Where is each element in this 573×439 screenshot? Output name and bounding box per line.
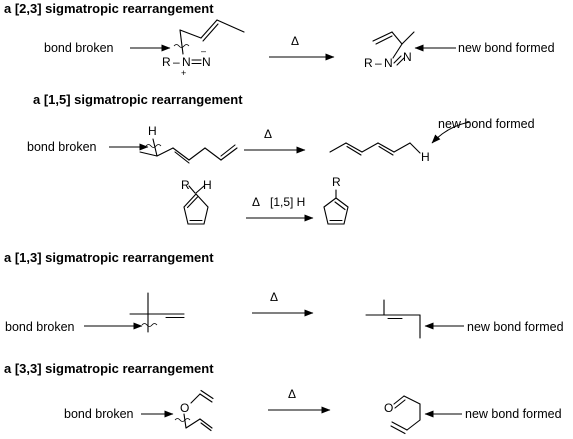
svg-text:O: O — [384, 401, 393, 415]
bond-broken-label: bond broken — [5, 320, 75, 334]
bond-broken-label: bond broken — [44, 41, 114, 55]
section-title: a [2,3] sigmatropic rearrangement — [4, 1, 214, 16]
svg-text:R: R — [162, 55, 171, 69]
product-molecule: H — [329, 142, 430, 164]
svg-text:N: N — [403, 50, 412, 64]
new-bond-label: new bond formed — [458, 41, 555, 55]
bond-cut-squiggle — [173, 44, 190, 48]
svg-text:N: N — [182, 55, 191, 69]
reactant-molecule: H — [139, 124, 238, 164]
svg-text:–: – — [173, 55, 180, 69]
section-1-3: a [1,3] sigmatropic rearrangement bond b… — [4, 250, 564, 339]
reactant-molecule: R – N + N – — [162, 19, 245, 78]
bond-broken-label: bond broken — [64, 407, 134, 421]
example-product: R — [323, 175, 349, 225]
reactant-molecule — [129, 292, 185, 333]
heat-label: Δ — [264, 127, 272, 141]
svg-text:N: N — [202, 55, 211, 69]
bond-broken-label: bond broken — [27, 140, 97, 154]
section-title: a [1,5] sigmatropic rearrangement — [33, 92, 243, 107]
new-bond-label: new bond formed — [465, 407, 562, 421]
section-title: a [3,3] sigmatropic rearrangement — [4, 361, 214, 376]
svg-text:N: N — [384, 56, 393, 70]
new-bond-label: new bond formed — [438, 117, 535, 131]
new-bond-pointer — [431, 121, 471, 144]
section-title: a [1,3] sigmatropic rearrangement — [4, 250, 214, 265]
svg-text:H: H — [421, 150, 430, 164]
svg-text:–: – — [201, 46, 206, 56]
section-2-3: a [2,3] sigmatropic rearrangement bond b… — [4, 1, 555, 78]
product-molecule: O — [384, 395, 421, 435]
svg-text:–: – — [375, 56, 382, 70]
svg-text:H: H — [203, 178, 212, 192]
section-3-3: a [3,3] sigmatropic rearrangement bond b… — [4, 361, 562, 435]
reactant-molecule: O — [174, 389, 214, 432]
section-1-5: a [1,5] sigmatropic rearrangement bond b… — [27, 92, 535, 225]
svg-text:+: + — [181, 68, 186, 78]
heat-label: Δ — [288, 387, 296, 401]
product-molecule — [365, 299, 421, 339]
heat-label: Δ — [291, 34, 299, 48]
example-heat-label: Δ — [252, 195, 260, 209]
svg-text:R: R — [181, 178, 190, 192]
heat-label: Δ — [270, 290, 278, 304]
new-bond-label: new bond formed — [467, 320, 564, 334]
svg-text:R: R — [332, 175, 341, 189]
product-molecule: R – N N — [364, 31, 415, 70]
svg-text:O: O — [180, 401, 189, 415]
svg-text:R: R — [364, 56, 373, 70]
svg-text:H: H — [148, 124, 157, 138]
example-reactant: R H — [181, 178, 212, 225]
example-condition-label: [1,5] H — [270, 195, 305, 209]
